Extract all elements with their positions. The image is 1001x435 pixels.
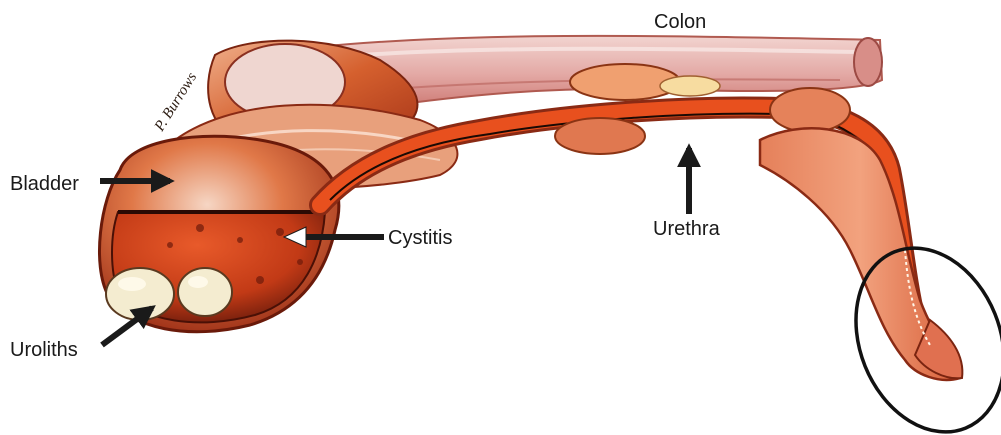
label-colon: Colon [654, 11, 706, 33]
artist-signature: P. Burrows [151, 70, 200, 135]
label-urethra: Urethra [653, 218, 721, 240]
label-bladder: Bladder [10, 173, 79, 195]
label-cystitis: Cystitis [388, 227, 452, 249]
penis-illustration [760, 128, 962, 380]
label-uroliths: Uroliths [10, 339, 78, 361]
